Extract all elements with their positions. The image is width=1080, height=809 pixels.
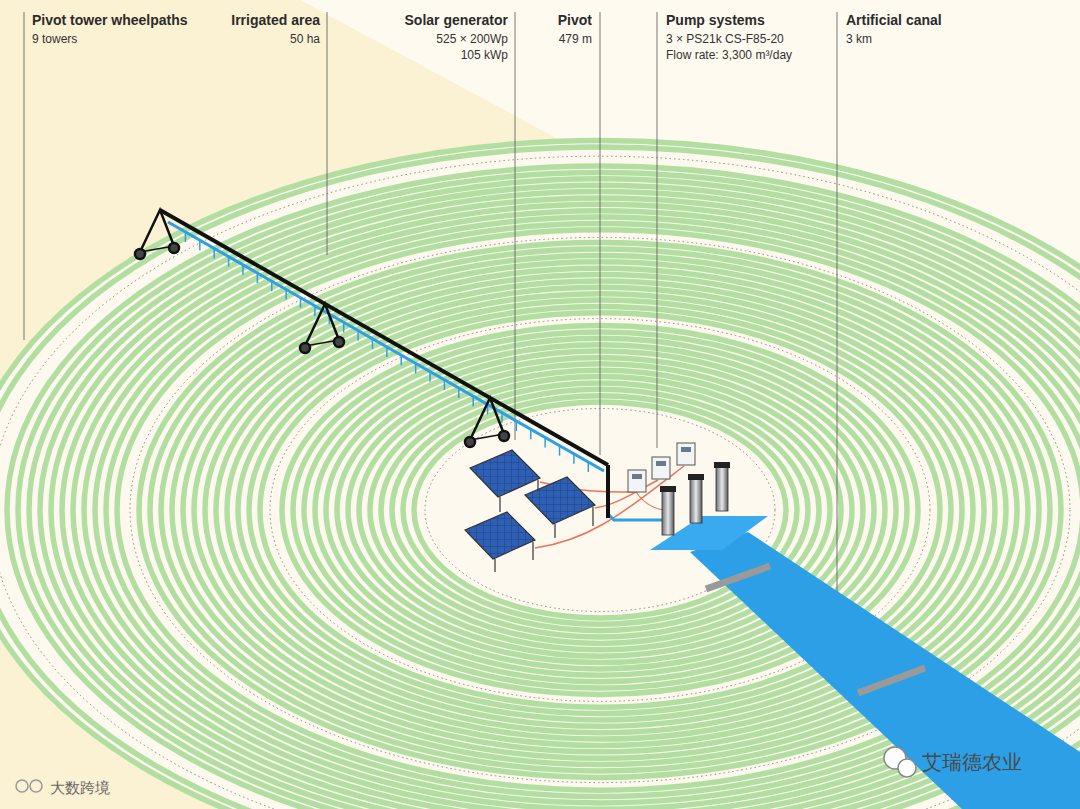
- heading-label: Irrigated area: [231, 12, 320, 28]
- sprinkler-drop: [472, 396, 474, 406]
- crop-ring: [0, 147, 1080, 809]
- sprinkler-drop: [401, 355, 403, 365]
- heading-label: Pump systems: [666, 12, 765, 28]
- value-label: Flow rate: 3,300 m³/day: [666, 48, 792, 62]
- crop-ring: [0, 141, 1080, 809]
- sprinkler-drop: [415, 363, 417, 373]
- sprinkler-drop: [530, 429, 532, 439]
- crop-ring: [62, 198, 1080, 809]
- value-label: 525 × 200Wp: [436, 32, 508, 46]
- artificial-canal: [650, 516, 1080, 809]
- crop-rings: [0, 141, 1080, 809]
- watermark: 艾瑞德农业: [922, 750, 1022, 774]
- watermark-icons: [16, 747, 916, 792]
- crop-ring: [84, 211, 1080, 809]
- crop-ring: [73, 204, 1080, 809]
- center-pivot: [135, 210, 608, 518]
- field-boundaries: [0, 156, 1080, 809]
- sprinkler-drop: [501, 413, 503, 423]
- sprinkler-drop: [213, 248, 215, 258]
- field-boundary: [0, 156, 1080, 809]
- field-ground: [0, 138, 1080, 809]
- sprinkler-drop: [458, 388, 460, 398]
- solar-panels: [465, 450, 595, 572]
- pump-systems: [628, 443, 730, 535]
- sprinkler-drop: [588, 462, 590, 472]
- heading-label: Artificial canal: [846, 12, 942, 28]
- sprinkler-drop: [429, 372, 431, 382]
- sprinkler-drop: [343, 322, 345, 332]
- pivot-tower: [465, 398, 509, 447]
- watermark: 大数跨境: [50, 778, 110, 797]
- heading-label: Pivot: [558, 12, 592, 28]
- sprinkler-drop: [242, 265, 244, 275]
- sprinkler-drop: [199, 240, 201, 250]
- sprinkler-drop: [228, 257, 230, 267]
- sprinkler-drop: [544, 437, 546, 447]
- sprinkler-drop: [516, 421, 518, 431]
- value-label: 50 ha: [290, 32, 320, 46]
- value-label: 3 × PS21k CS-F85-20: [666, 32, 784, 46]
- crop-ring: [51, 192, 1080, 809]
- sprinkler-drop: [257, 273, 259, 283]
- sprinkler-drop: [300, 298, 302, 308]
- leader-lines: [24, 12, 837, 640]
- crop-ring: [7, 166, 1080, 809]
- heading-label: Solar generator: [405, 12, 508, 28]
- sprinkler-drop: [285, 289, 287, 299]
- pivot-tower: [300, 304, 344, 353]
- value-label: 3 km: [846, 32, 872, 46]
- sprinkler-drop: [314, 306, 316, 316]
- sprinkler-drop: [559, 446, 561, 456]
- pivot-tower: [135, 210, 179, 259]
- sprinkler-drop: [185, 232, 187, 242]
- value-label: 479 m: [559, 32, 592, 46]
- sprinkler-drop: [271, 281, 273, 291]
- sprinkler-drop: [386, 347, 388, 357]
- sprinkler-drop: [357, 331, 359, 341]
- sprinkler-drop: [372, 339, 374, 349]
- heading-label: Pivot tower wheelpaths: [32, 12, 188, 28]
- value-label: 105 kWp: [461, 48, 508, 62]
- value-label: 9 towers: [32, 32, 77, 46]
- sprinkler-drop: [444, 380, 446, 390]
- sprinkler-drop: [573, 454, 575, 464]
